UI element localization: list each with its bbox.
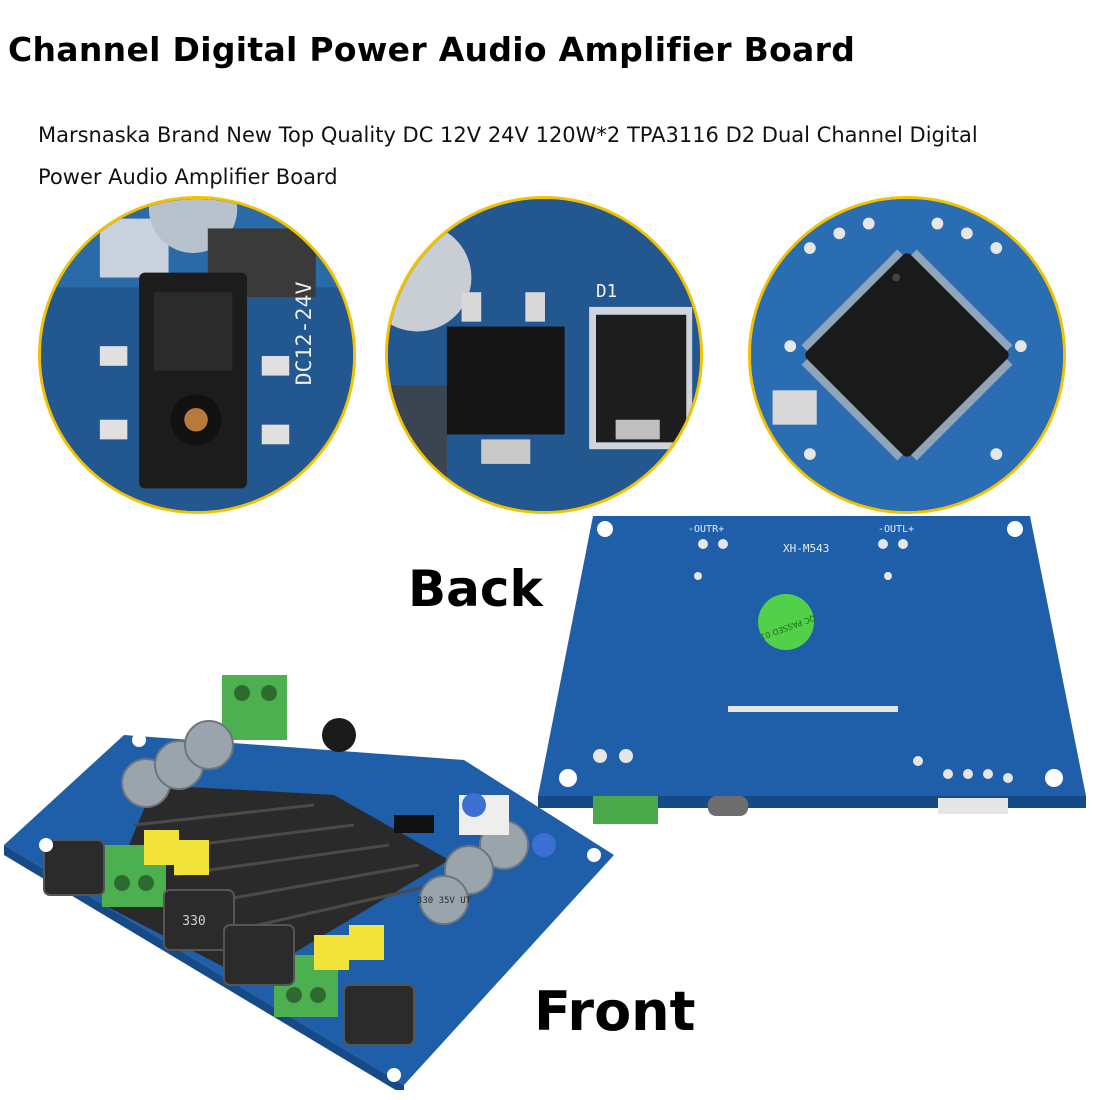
board-back-view: -OUTR+ -OUTL+ XH-M543 QC PASSED 01 <box>538 516 1098 826</box>
zoom-detail-power-jack: DC12-24V <box>38 196 356 514</box>
qc-passed-sticker <box>758 594 814 650</box>
chip-illustration <box>751 199 1063 511</box>
capacitor-marking: 330 35V UT <box>417 896 472 906</box>
outl-silkscreen: -OUTL+ <box>878 524 914 535</box>
product-description: Marsnaska Brand New Top Quality DC 12V 2… <box>38 123 978 189</box>
front-board-illustration: 330 330 35V UT <box>4 675 614 1090</box>
page-title: Channel Digital Power Audio Amplifier Bo… <box>8 30 856 69</box>
board-front-view: 330 330 35V UT <box>4 665 624 1090</box>
model-silkscreen: XH-M543 <box>783 542 829 555</box>
dc-voltage-silkscreen: DC12-24V <box>292 281 317 385</box>
zoom-detail-mosfet: D1 <box>385 196 703 514</box>
zoom-detail-amplifier-chip <box>748 196 1066 514</box>
back-board-illustration: -OUTR+ -OUTL+ XH-M543 QC PASSED 01 <box>538 516 1086 824</box>
power-jack-illustration: DC12-24V <box>41 199 353 511</box>
back-view-label: Back <box>408 560 543 618</box>
front-view-label: Front <box>534 980 696 1043</box>
inductor-marking: 330 <box>182 914 205 929</box>
mosfet-illustration: D1 <box>388 199 700 511</box>
mosfet-silkscreen: D1 <box>596 282 617 302</box>
outr-silkscreen: -OUTR+ <box>688 524 724 535</box>
